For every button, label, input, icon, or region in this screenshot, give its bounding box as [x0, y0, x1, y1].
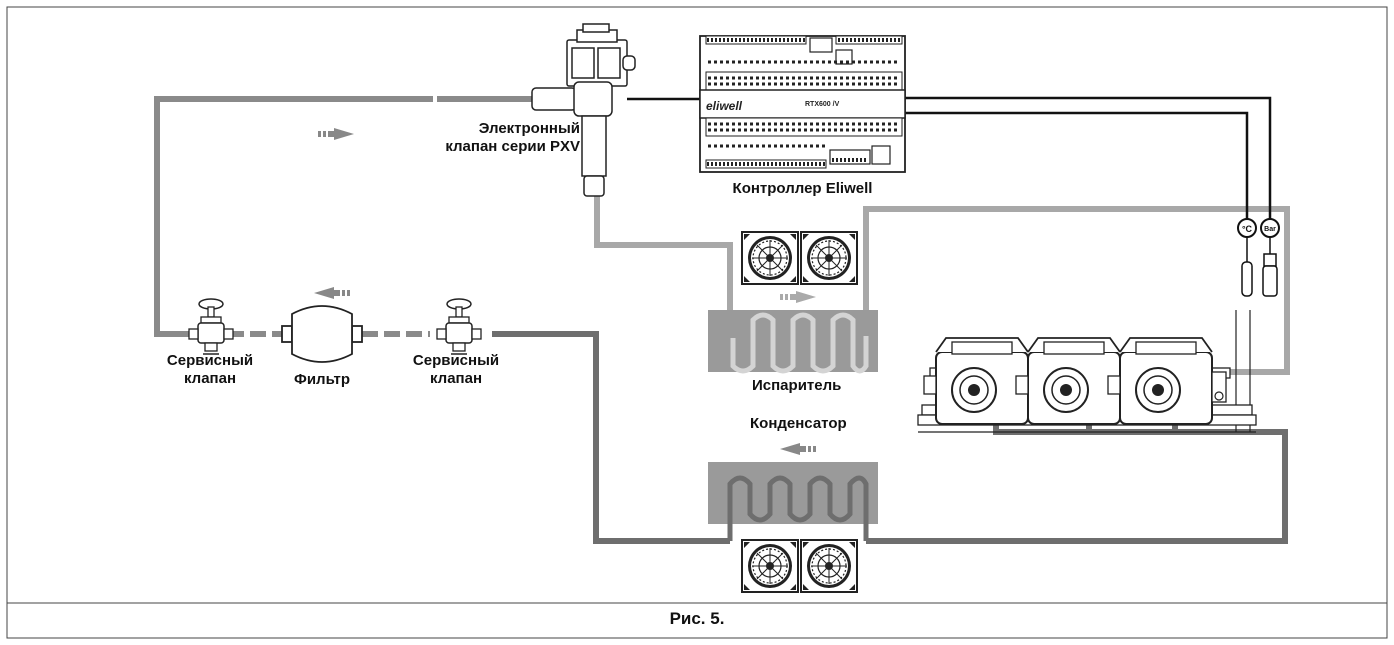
flow-arrow-evaporator: [780, 291, 816, 303]
liquid-line-top: [154, 96, 543, 337]
controller-brand: eliwell: [706, 99, 743, 113]
service-valve-left-label: Сервисный клапан: [166, 352, 254, 387]
condenser-label: Конденсатор: [750, 415, 847, 432]
sensor-wires: [627, 96, 1272, 222]
flow-arrow-condenser: [780, 443, 816, 455]
evaporator-fans: [741, 231, 858, 285]
pressure-sensor-label: Bar: [1264, 226, 1276, 233]
eliwell-controller: eliwell RTX600 /V: [699, 35, 906, 173]
figure-caption: Рис. 5.: [669, 609, 725, 628]
pxv-valve-label: Электронный клапан серии PXV: [445, 120, 580, 155]
pressure-sensor: Bar: [1260, 218, 1280, 297]
controller-model: RTX600 /V: [805, 101, 840, 108]
evaporator: [708, 310, 878, 374]
condenser: [708, 462, 878, 541]
temperature-sensor: °C: [1237, 218, 1257, 297]
service-valve-right-label: Сервисный клапан: [412, 352, 500, 387]
condenser-fans: [741, 539, 858, 593]
filter-label: Фильтр: [294, 371, 350, 388]
evaporator-label: Испаритель: [752, 377, 842, 394]
liquid-line-to-condenser: [492, 331, 730, 544]
service-valve-right: [436, 298, 482, 355]
service-valve-left: [188, 298, 234, 355]
compressor-3: [1107, 337, 1227, 425]
suction-line: [594, 196, 1290, 375]
controller-label: Контроллер Eliwell: [732, 180, 873, 197]
filter-drier: [281, 305, 363, 363]
flow-arrow-top: [318, 128, 354, 140]
pxv-valve: [531, 23, 636, 197]
temperature-sensor-label: °C: [1242, 224, 1253, 234]
flow-arrow-filter: [314, 287, 350, 299]
